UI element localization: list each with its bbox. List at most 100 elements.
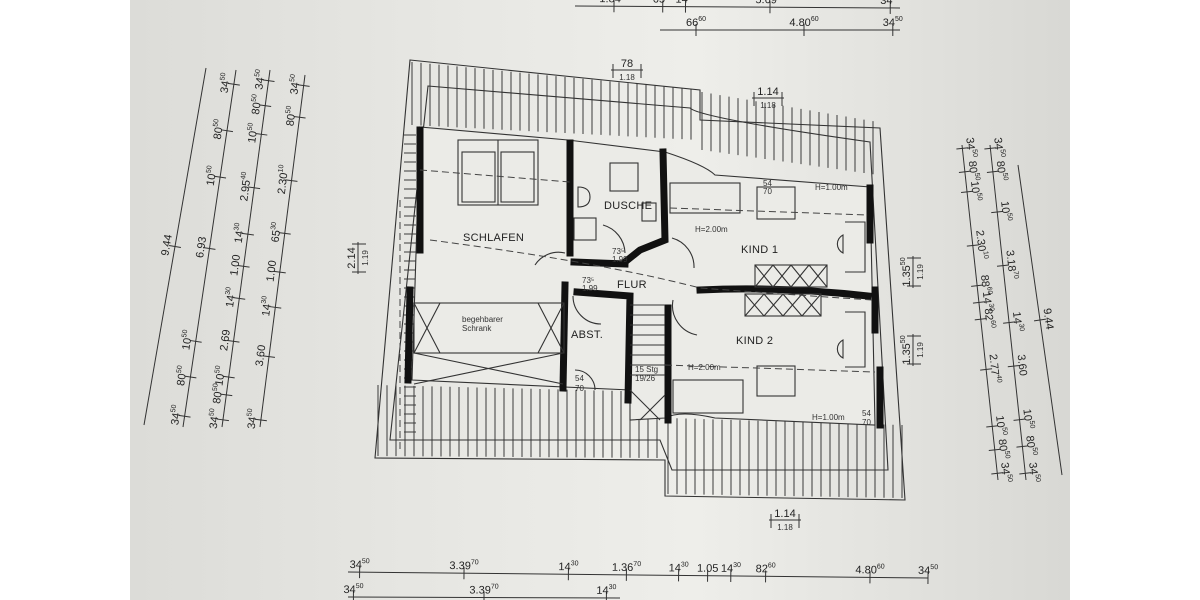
door-size: 1.99 [582,284,598,293]
dimension-line [989,144,1027,481]
dimension-tick [980,368,993,371]
dimension-tick [974,318,987,321]
dimension-label: 9.44 [159,234,174,257]
dimension-chain-left-total: 9.44 [143,67,207,426]
dimension-tick [971,284,984,287]
dimension-label: 3450 [245,408,260,430]
stairs-label: 19/26 [635,374,656,383]
dimension-tick [293,115,306,119]
dimension-tick [278,232,291,235]
dimension-label: 3450 [963,137,978,158]
walk-in-closet [413,302,565,354]
dimension-label: 1050 [213,365,229,387]
dimension-chain-right-total: 9.44 [1017,164,1063,476]
door-size: 73⁵ [612,247,624,256]
dimension-label: 8260 [756,562,776,575]
dimension-label: 3450 [880,0,900,7]
dimension-tick [178,414,191,418]
dimension-label: 8050 [1023,435,1038,456]
dimension-lines: 9.443450805010506.9310508050345034508050… [143,0,1063,600]
dimension-tick [1033,318,1047,322]
dimension-tick [986,170,999,173]
opening-height: 1.18 [777,523,793,532]
room-labels: SCHLAFEN DUSCHE FLUR ABST. KIND 1 KIND 2… [462,179,871,427]
dimension-label: 1.8470 [599,0,628,5]
dimension-tick [184,375,197,379]
dimension-label: 1050 [998,200,1013,221]
dimension-tick [991,472,1004,475]
dimension-label: 1.05 [697,563,719,575]
closet-label-line1: begehbarer [462,315,503,324]
dimension-tick [1003,321,1016,324]
dimension-label: 1050 [245,122,261,144]
opening-dimension: 1.141.18 [769,508,801,532]
opening-height: 1.18 [760,101,776,110]
dimension-tick [203,247,216,250]
dimension-label: 8050 [210,383,226,405]
dimension-tick [262,79,275,83]
dimension-label: 5.6920 [755,0,784,6]
dimension-label: 3450 [998,462,1013,483]
dimension-label: 1430 [1010,311,1025,332]
dimension-label: 4.8060 [855,563,884,576]
dimension-label: 1.3670 [612,561,641,574]
dimension-tick [222,375,235,379]
dimension-label: 1430 [675,0,695,6]
dimension-tick [986,425,999,428]
roof-outline [374,59,906,501]
dimension-tick [220,129,233,133]
dimension-tick [984,147,997,150]
bathtub [573,217,597,241]
height-label: H=2.00m [695,225,728,234]
dimension-tick [269,306,282,309]
dimension-tick [169,244,181,249]
dimension-label: 1430 [259,295,274,317]
opening-dimension: 781.18 [611,58,643,82]
room-label-flur: FLUR [617,279,647,291]
dimension-tick [273,270,286,274]
dimension-tick [988,448,1001,451]
dimension-label: 1430 [223,286,239,308]
dimension-label: 8260 [982,308,997,329]
dimension-tick [996,264,1009,267]
height-label: H=1.00m [815,183,848,192]
dimension-label: 6530 [269,221,284,243]
door-size: 1.99 [612,255,628,264]
opening-dimension: 1.141.18 [752,86,784,110]
dimension-label: 1430 [721,562,741,575]
dimension-label: 3450 [883,16,903,29]
dimension-label: 2.3010 [973,229,989,260]
dimension-tick [248,186,261,190]
dimension-label: 1430 [596,584,616,597]
room-label-kind2: KIND 2 [736,335,773,347]
dimension-label: 6530 [653,0,673,6]
dimension-tick [1016,445,1029,448]
dimension-tick [189,339,202,343]
dimension-tick [259,104,272,107]
staircase [629,304,666,421]
dimension-tick [956,147,969,150]
dimension-label: 1.00 [228,254,243,277]
window-size: 70 [862,418,871,427]
dimension-label: 1430 [232,222,248,244]
dimension-label: 8050 [966,160,981,181]
dimension-tick [233,297,246,300]
room-label-schlafen: SCHLAFEN [463,232,524,244]
window-size: 54 [575,374,584,383]
dimension-tick [241,232,254,236]
dimension-label: 6660 [686,16,706,29]
dimension-tick [262,355,276,358]
dimension-label: 3.60 [254,344,269,367]
dimension-label: 3450 [918,564,938,577]
door-swings [534,224,698,391]
dimension-label: 2.3010 [275,164,292,195]
window-size: 70 [575,384,584,393]
dimension-label: 1050 [204,165,220,187]
dimension-chain-top-1: 1.8470 65301430 5.6920 3450 [574,0,900,14]
opening-width: 1.3550 [900,335,913,364]
dimension-tick [237,265,250,268]
dimension-label: 1.00 [265,260,280,283]
